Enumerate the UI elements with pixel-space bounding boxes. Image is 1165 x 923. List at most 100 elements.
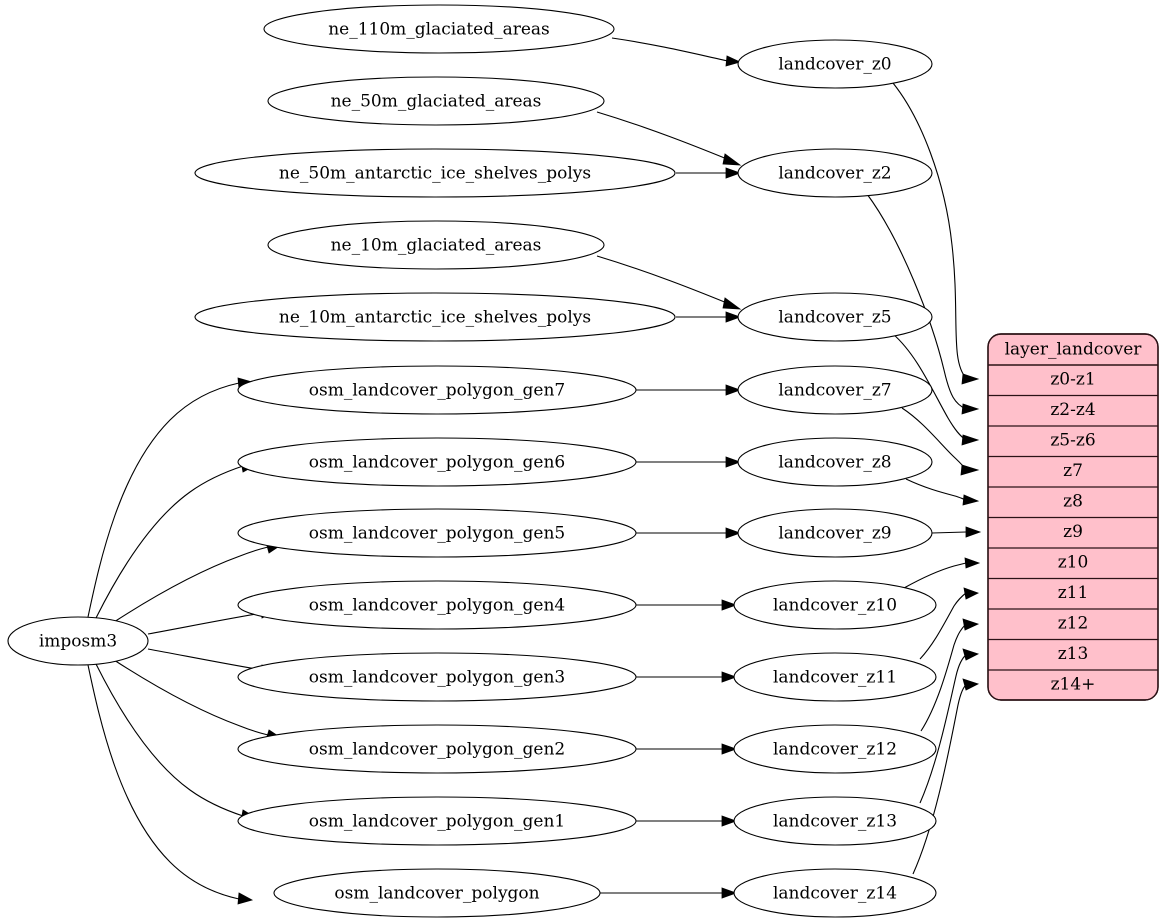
node-landcover-z0[interactable]: landcover_z0 bbox=[737, 39, 933, 89]
node-osm-landcover-polygon-gen5[interactable]: osm_landcover_polygon_gen5 bbox=[237, 508, 637, 558]
node-landcover-z10[interactable]: landcover_z10 bbox=[733, 580, 937, 630]
edge-ne50-ice-to-landcover-z2 bbox=[676, 167, 742, 179]
edge-osm-gen2-to-landcover-z12 bbox=[636, 743, 738, 755]
node-landcover-z10-label: landcover_z10 bbox=[773, 596, 897, 616]
table-row[interactable]: z8 bbox=[988, 492, 1158, 519]
node-ne-50m-glaciated-areas[interactable]: ne_50m_glaciated_areas bbox=[267, 76, 605, 126]
table-row[interactable]: z7 bbox=[988, 461, 1158, 488]
node-osm-landcover-polygon-gen4[interactable]: osm_landcover_polygon_gen4 bbox=[237, 580, 637, 630]
table-row[interactable]: z12 bbox=[988, 614, 1158, 641]
node-osm-landcover-polygon-gen3[interactable]: osm_landcover_polygon_gen3 bbox=[237, 652, 637, 702]
table-row-label-z5-z6: z5-z6 bbox=[1050, 431, 1095, 451]
table-row-label-z0-z1: z0-z1 bbox=[1050, 370, 1095, 390]
node-landcover-z7-label: landcover_z7 bbox=[778, 381, 891, 401]
node-landcover-z0-label: landcover_z0 bbox=[778, 55, 891, 75]
node-ne-50m-glaciated-areas-label: ne_50m_glaciated_areas bbox=[331, 92, 542, 112]
table-row-label-z11: z11 bbox=[1058, 583, 1089, 603]
node-ne-10m-antarctic-ice-shelves-polys-label: ne_10m_antarctic_ice_shelves_polys bbox=[279, 308, 591, 328]
table-row-label-z13: z13 bbox=[1058, 644, 1089, 664]
node-landcover-z14[interactable]: landcover_z14 bbox=[733, 868, 937, 918]
table-header-label: layer_landcover bbox=[1005, 340, 1143, 360]
node-osm-landcover-polygon-gen7-label: osm_landcover_polygon_gen7 bbox=[309, 381, 565, 401]
layer-nodes-group: landcover_z0 landcover_z2 landcover_z5 l… bbox=[733, 39, 937, 918]
edge-osm-gen1-to-landcover-z13 bbox=[636, 815, 738, 827]
edge-ne10-glac-to-landcover-z5 bbox=[596, 255, 742, 310]
table-row-label-z14plus: z14+ bbox=[1051, 675, 1096, 695]
table-row[interactable]: z11 bbox=[988, 583, 1158, 610]
node-ne-50m-antarctic-ice-shelves-polys-label: ne_50m_antarctic_ice_shelves_polys bbox=[279, 164, 591, 184]
node-ne-10m-glaciated-areas[interactable]: ne_10m_glaciated_areas bbox=[267, 220, 605, 270]
node-osm-landcover-polygon[interactable]: osm_landcover_polygon bbox=[273, 868, 601, 918]
table-outline bbox=[987, 333, 1159, 701]
edge-ne110-glac-to-landcover-z0 bbox=[611, 37, 742, 67]
edge-osm-gen3-to-landcover-z11 bbox=[636, 671, 738, 683]
node-landcover-z14-label: landcover_z14 bbox=[773, 884, 897, 904]
node-osm-landcover-polygon-gen6[interactable]: osm_landcover_polygon_gen6 bbox=[237, 437, 637, 487]
node-osm-landcover-polygon-gen4-label: osm_landcover_polygon_gen4 bbox=[309, 596, 565, 616]
edge-landcover-z8-to-row-z8 bbox=[905, 478, 980, 506]
edge-ne50-glac-to-landcover-z2 bbox=[596, 111, 742, 166]
node-landcover-z7[interactable]: landcover_z7 bbox=[737, 365, 933, 415]
source-nodes-group: imposm3 ne_110m_glaciated_areas ne_50m_g… bbox=[7, 4, 676, 918]
edge-landcover-z7-to-row-z7 bbox=[901, 407, 980, 476]
node-ne-10m-antarctic-ice-shelves-polys[interactable]: ne_10m_antarctic_ice_shelves_polys bbox=[194, 292, 676, 342]
edge-landcover-z2-to-row-z2z4 bbox=[866, 193, 980, 415]
table-row[interactable]: z0-z1 bbox=[988, 370, 1158, 397]
node-landcover-z12-label: landcover_z12 bbox=[773, 740, 897, 760]
edge-landcover-z10-to-row-z10 bbox=[903, 557, 981, 589]
node-landcover-z13[interactable]: landcover_z13 bbox=[733, 796, 937, 846]
edge-landcover-z5-to-row-z5z6 bbox=[892, 333, 980, 446]
node-landcover-z5-label: landcover_z5 bbox=[778, 308, 891, 328]
node-osm-landcover-polygon-gen1[interactable]: osm_landcover_polygon_gen1 bbox=[237, 796, 637, 846]
table-row-label-z2-z4: z2-z4 bbox=[1050, 400, 1095, 420]
edge-landcover-z12-to-row-z12 bbox=[920, 618, 980, 732]
table-row[interactable]: z14+ bbox=[1051, 675, 1096, 695]
table-row[interactable]: z10 bbox=[988, 553, 1158, 580]
edge-osm-gen7-to-landcover-z7 bbox=[636, 384, 742, 396]
node-landcover-z9[interactable]: landcover_z9 bbox=[737, 508, 933, 558]
edges-layer bbox=[87, 37, 982, 905]
node-osm-landcover-polygon-gen3-label: osm_landcover_polygon_gen3 bbox=[309, 668, 565, 688]
node-landcover-z2-label: landcover_z2 bbox=[778, 164, 891, 184]
node-landcover-z5[interactable]: landcover_z5 bbox=[737, 292, 933, 342]
node-landcover-z11[interactable]: landcover_z11 bbox=[733, 652, 937, 702]
edge-imposm3-to-osm-polygon bbox=[87, 664, 254, 905]
edge-landcover-z9-to-row-z9 bbox=[931, 526, 982, 538]
node-landcover-z12[interactable]: landcover_z12 bbox=[733, 724, 937, 774]
table-row-label-z9: z9 bbox=[1063, 522, 1083, 542]
edge-osm-gen6-to-landcover-z8 bbox=[636, 456, 742, 468]
layer-landcover-table[interactable]: layer_landcover z0-z1 z2-z4 z5-z6 z7 z8 … bbox=[987, 333, 1159, 701]
node-landcover-z9-label: landcover_z9 bbox=[778, 524, 891, 544]
node-ne-10m-glaciated-areas-label: ne_10m_glaciated_areas bbox=[331, 236, 542, 256]
edge-osm-gen4-to-landcover-z10 bbox=[636, 599, 738, 611]
table-row[interactable]: z13 bbox=[988, 644, 1158, 671]
node-osm-landcover-polygon-gen5-label: osm_landcover_polygon_gen5 bbox=[309, 524, 565, 544]
node-imposm3[interactable]: imposm3 bbox=[7, 616, 149, 666]
node-osm-landcover-polygon-gen2-label: osm_landcover_polygon_gen2 bbox=[309, 740, 565, 760]
edge-landcover-z13-to-row-z13 bbox=[919, 648, 980, 804]
edge-landcover-z14-to-row-z14plus bbox=[912, 678, 980, 875]
table-row-label-z8: z8 bbox=[1063, 492, 1083, 512]
node-osm-landcover-polygon-gen1-label: osm_landcover_polygon_gen1 bbox=[309, 812, 565, 832]
node-osm-landcover-polygon-gen7[interactable]: osm_landcover_polygon_gen7 bbox=[237, 365, 637, 415]
node-landcover-z2[interactable]: landcover_z2 bbox=[737, 148, 933, 198]
node-landcover-z8[interactable]: landcover_z8 bbox=[737, 437, 933, 487]
node-landcover-z13-label: landcover_z13 bbox=[773, 812, 897, 832]
node-landcover-z11-label: landcover_z11 bbox=[773, 668, 897, 688]
table-row[interactable]: z5-z6 bbox=[988, 431, 1158, 458]
node-ne-110m-glaciated-areas-label: ne_110m_glaciated_areas bbox=[328, 20, 550, 40]
node-ne-110m-glaciated-areas[interactable]: ne_110m_glaciated_areas bbox=[263, 4, 615, 54]
node-osm-landcover-polygon-gen2[interactable]: osm_landcover_polygon_gen2 bbox=[237, 724, 637, 774]
edge-imposm3-to-osm-gen7 bbox=[87, 377, 254, 618]
edge-imposm3-to-osm-gen1 bbox=[95, 663, 258, 822]
node-ne-50m-antarctic-ice-shelves-polys[interactable]: ne_50m_antarctic_ice_shelves_polys bbox=[194, 148, 676, 198]
table-row-label-z10: z10 bbox=[1058, 553, 1089, 573]
table-header-row: layer_landcover bbox=[988, 340, 1158, 366]
edge-landcover-z11-to-row-z11 bbox=[919, 587, 980, 660]
node-osm-landcover-polygon-label: osm_landcover_polygon bbox=[334, 884, 539, 904]
edge-landcover-z0-to-row-z0z1 bbox=[892, 82, 980, 385]
table-row[interactable]: z2-z4 bbox=[988, 400, 1158, 427]
edge-imposm3-to-osm-gen6 bbox=[95, 460, 258, 619]
node-osm-landcover-polygon-gen6-label: osm_landcover_polygon_gen6 bbox=[309, 453, 565, 473]
table-row[interactable]: z9 bbox=[988, 522, 1158, 549]
